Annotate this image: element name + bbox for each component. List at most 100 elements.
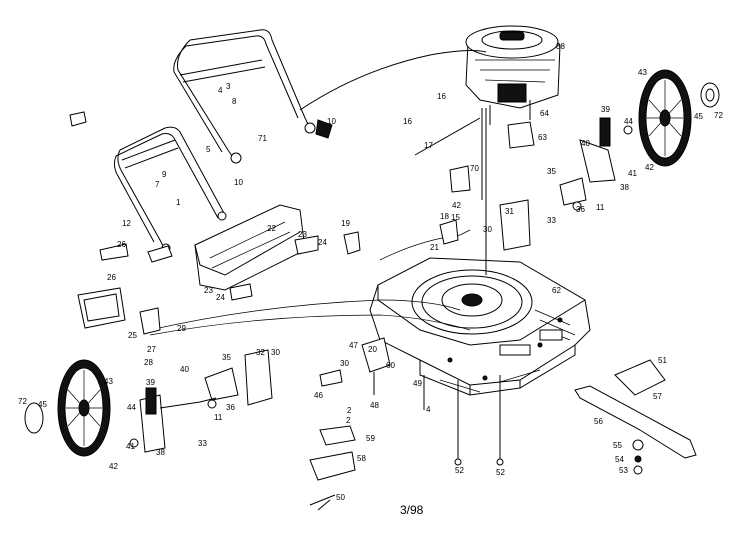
part-callout: 16: [437, 92, 446, 101]
part-callout: 43: [104, 377, 113, 386]
part-callout: 8: [232, 97, 237, 106]
part-callout: 64: [540, 109, 549, 118]
part-callout: 2: [347, 406, 352, 415]
part-callout: 21: [430, 243, 439, 252]
part-callout: 72: [714, 111, 723, 120]
mower-deck: [369, 257, 591, 396]
engine: [465, 25, 561, 275]
left-wheel: [24, 359, 111, 457]
part-callout: 23: [204, 286, 213, 295]
part-callout: 71: [258, 134, 267, 143]
part-callout: 35: [222, 353, 231, 362]
part-callout: 56: [594, 417, 603, 426]
part-callout: 17: [424, 141, 433, 150]
part-callout: 44: [127, 403, 136, 412]
part-callout: 22: [267, 224, 276, 233]
part-callout: 42: [645, 163, 654, 172]
part-callout: 63: [538, 133, 547, 142]
part-callout: 11: [596, 203, 605, 212]
part-callout: 10: [327, 117, 336, 126]
part-callout: 18: [440, 212, 449, 221]
part-callout: 28: [144, 358, 153, 367]
part-callout: 51: [658, 356, 667, 365]
part-callout: 44: [624, 117, 633, 126]
part-callout: 29: [177, 324, 186, 333]
part-callout: 19: [341, 219, 350, 228]
part-callout: 30: [271, 348, 280, 357]
part-callout: 4: [426, 405, 431, 414]
part-callout: 42: [109, 462, 118, 471]
part-callout: 27: [147, 345, 156, 354]
part-callout: 24: [216, 293, 225, 302]
part-callout: 36: [226, 403, 235, 412]
part-callout: 5: [206, 145, 211, 154]
part-callout: 9: [162, 170, 167, 179]
part-callout: 1: [176, 198, 181, 207]
part-callout: 40: [180, 365, 189, 374]
page-number: 3/98: [400, 503, 424, 517]
part-callout: 33: [198, 439, 207, 448]
part-callout: 36: [576, 205, 585, 214]
bag-frame: [77, 243, 129, 329]
part-callout: 52: [496, 468, 505, 477]
part-callout: 7: [155, 180, 160, 189]
part-callout: 39: [601, 105, 610, 114]
part-callout: 45: [38, 400, 47, 409]
part-callout: 53: [619, 466, 628, 475]
right-wheel: [638, 69, 720, 167]
part-callout: 72: [18, 397, 27, 406]
part-callout: 23: [298, 230, 307, 239]
part-callout: 49: [413, 379, 422, 388]
part-callout: 48: [370, 401, 379, 410]
part-callout: 62: [552, 286, 561, 295]
part-callout: 24: [318, 238, 327, 247]
handle-bracket: [149, 204, 471, 336]
part-callout: 88: [556, 42, 565, 51]
part-callout: 52: [455, 466, 464, 475]
part-callout: 39: [146, 378, 155, 387]
part-callout: 15: [451, 213, 460, 222]
part-callout: 54: [615, 455, 624, 464]
lower-handle: [113, 126, 227, 263]
part-callout: 38: [156, 448, 165, 457]
part-callout: 20: [368, 345, 377, 354]
part-callout: 41: [628, 169, 637, 178]
part-callout: 31: [505, 207, 514, 216]
part-callout: 33: [547, 216, 556, 225]
part-callout: 2: [346, 416, 351, 425]
part-callout: 30: [483, 225, 492, 234]
part-callout: 11: [214, 413, 223, 422]
part-callout: 57: [653, 392, 662, 401]
part-callout: 3: [226, 82, 231, 91]
part-callout: 42: [452, 201, 461, 210]
part-callout: 16: [403, 117, 412, 126]
part-callout: 60: [386, 361, 395, 370]
part-callout: 25: [128, 331, 137, 340]
small-parts: [69, 111, 535, 511]
part-callout: 47: [349, 341, 358, 350]
part-callout: 59: [366, 434, 375, 443]
part-callout: 46: [314, 391, 323, 400]
part-callout: 38: [620, 183, 629, 192]
part-callouts: 43 72 45 44 39 40 41 38 42 64 63 88 16 1…: [18, 42, 723, 502]
part-callout: 40: [581, 139, 590, 148]
part-callout: 43: [638, 68, 647, 77]
part-callout: 45: [694, 112, 703, 121]
rear-height-adjuster: [499, 117, 633, 251]
part-callout: 10: [234, 178, 243, 187]
part-callout: 26: [107, 273, 116, 282]
part-callout: 35: [547, 167, 556, 176]
part-callout: 55: [613, 441, 622, 450]
part-callout: 58: [357, 454, 366, 463]
part-callout: 70: [470, 164, 479, 173]
front-height-adjuster: [129, 349, 273, 453]
upper-handle: [173, 29, 487, 164]
part-callout: 12: [122, 219, 131, 228]
blade: [574, 359, 697, 475]
part-callout: 32: [256, 348, 265, 357]
part-callout: 4: [218, 86, 223, 95]
part-callout: 26: [117, 240, 126, 249]
part-callout: 41: [126, 442, 135, 451]
part-callout: 30: [340, 359, 349, 368]
